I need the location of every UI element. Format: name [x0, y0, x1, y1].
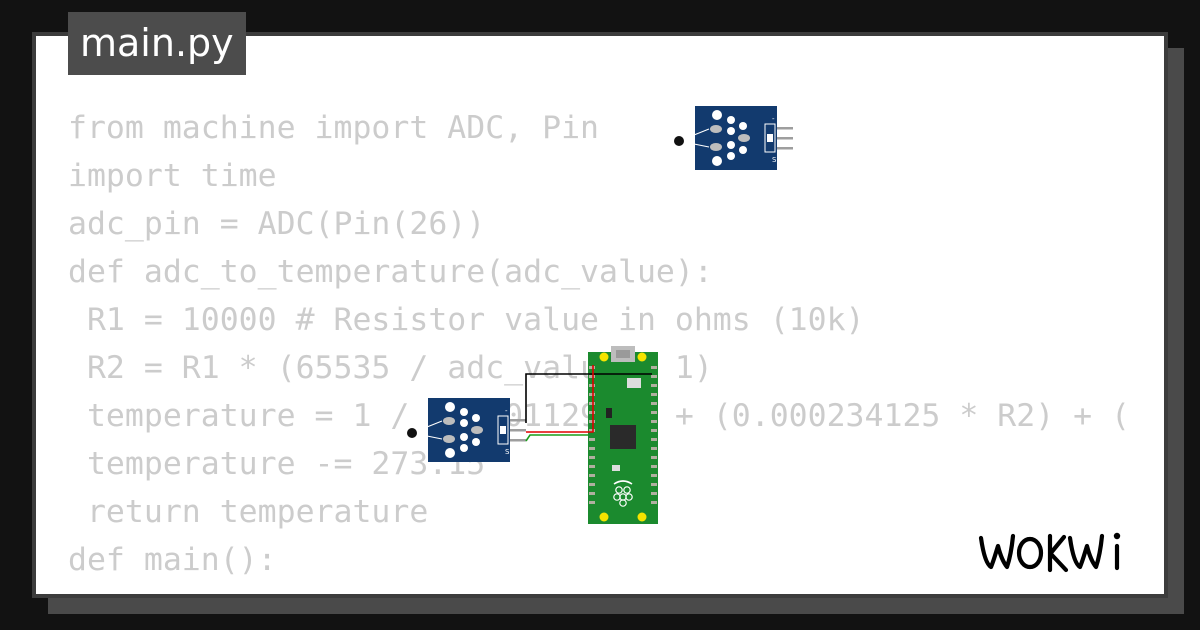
raspberry-pi-logo-icon [613, 480, 633, 507]
thermistor-module-icon [406, 397, 527, 463]
code-line: return temperature [68, 494, 429, 530]
project-card: from machine import ADC, Pin import time a… [32, 32, 1168, 598]
code-line: import time [68, 158, 277, 194]
pico-board [588, 346, 658, 524]
file-name-tab: main.py [68, 12, 246, 75]
code-line: adc_pin = ADC(Pin(26)) [68, 206, 486, 242]
wires [525, 365, 652, 442]
code-line: temperature -= 273.15 [68, 446, 486, 482]
code-line: R1 = 10000 # Resistor value in ohms (10k… [68, 302, 865, 338]
code-line: def main(): [68, 542, 277, 578]
thermistor-module-icon [673, 105, 794, 171]
code-line: def adc_to_temperature(adc_value): [68, 254, 713, 290]
wokwi-logo [978, 532, 1121, 573]
code-preview: from machine import ADC, Pin import time a… [68, 104, 1130, 594]
code-line: while True: [68, 584, 1130, 594]
code-line: from machine import ADC, Pin [68, 110, 600, 146]
